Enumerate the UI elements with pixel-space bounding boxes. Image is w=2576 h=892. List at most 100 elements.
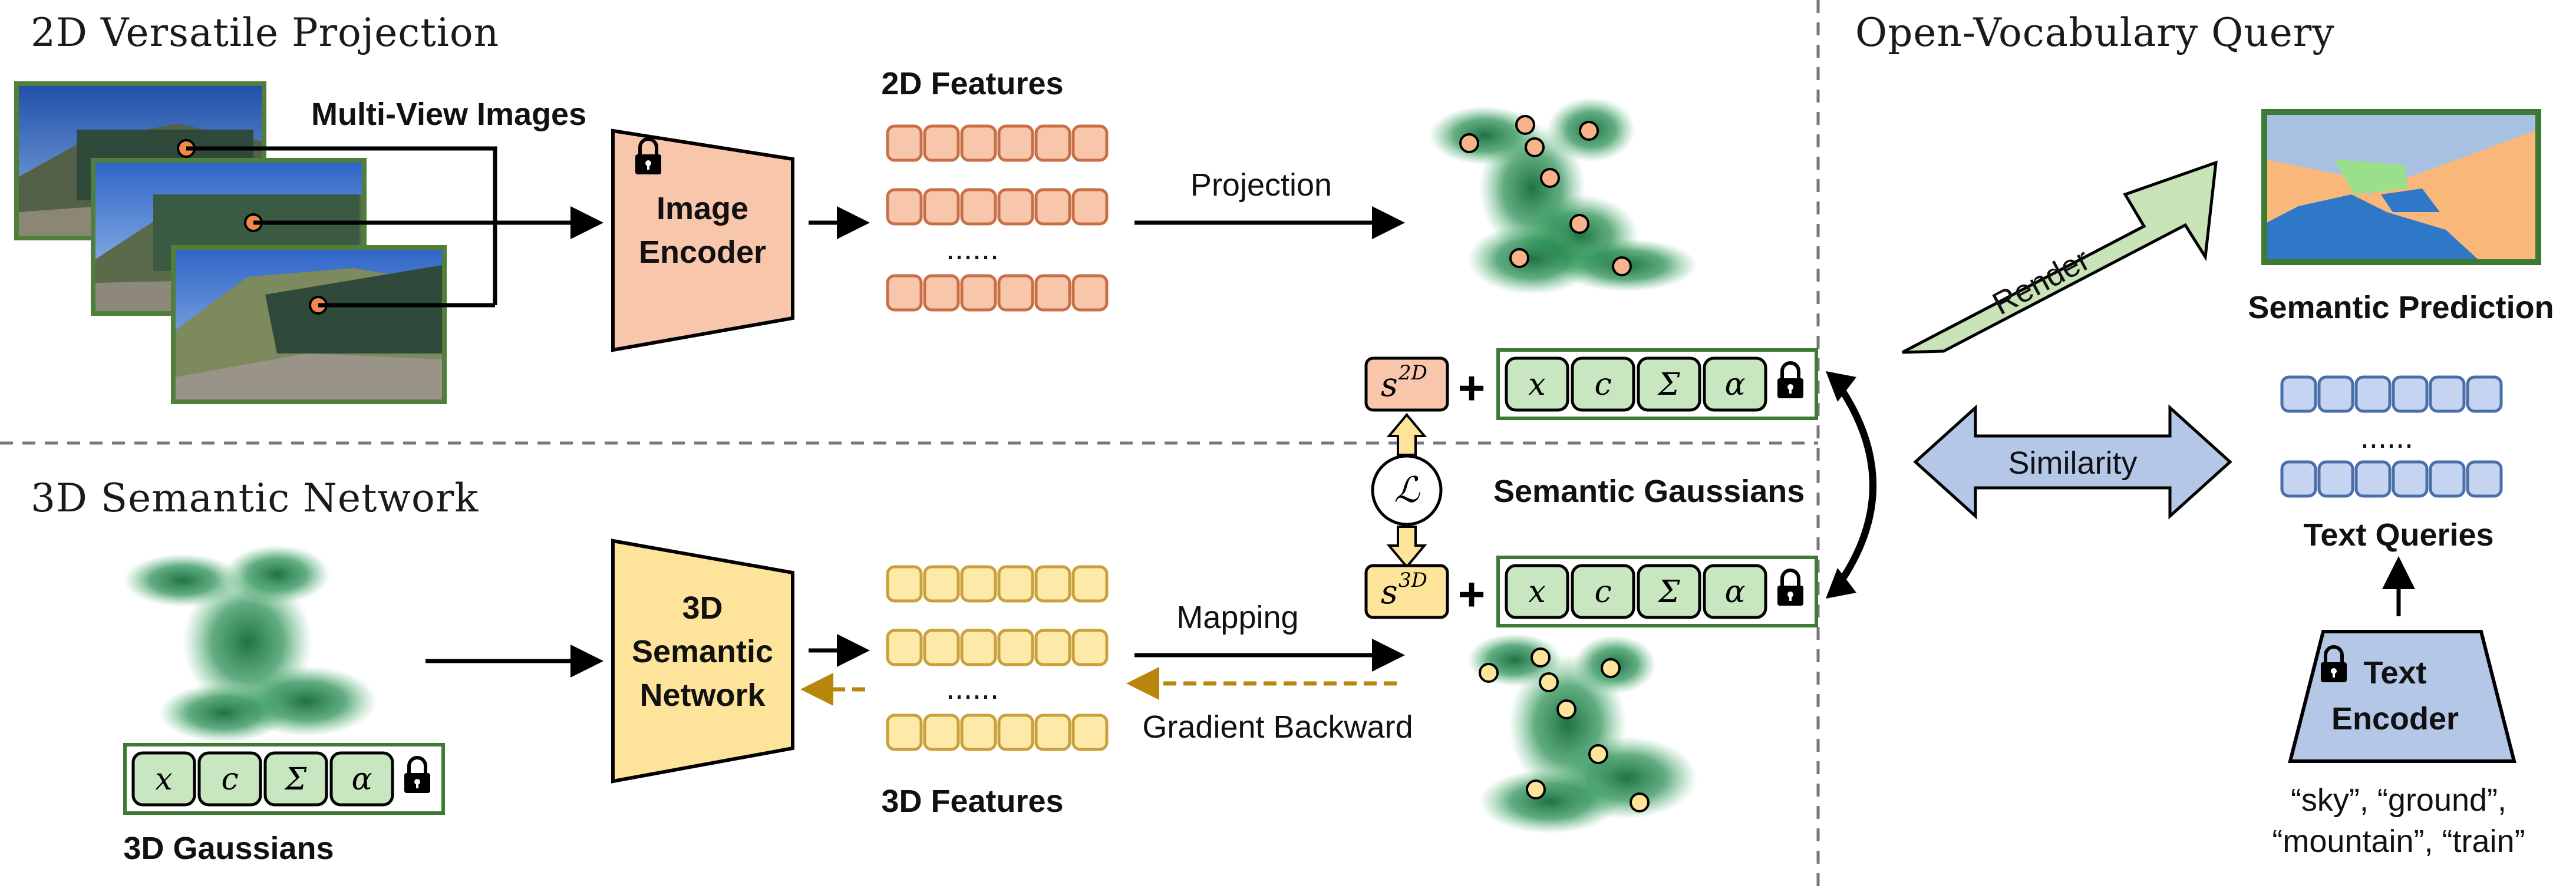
feature-cell <box>1071 188 1109 226</box>
feature-cell <box>997 124 1034 162</box>
query-words: “mountain”, “train” <box>2272 824 2525 859</box>
feature-cell <box>2466 460 2503 498</box>
svg-text:3D: 3D <box>1399 569 1427 592</box>
feature-cell <box>2317 460 2354 498</box>
feature-cell <box>1034 629 1071 666</box>
text-encoder <box>2288 630 2516 763</box>
gaussian-cloud <box>1467 633 1697 834</box>
feature-cell <box>997 565 1034 603</box>
attribute-symbol: α <box>1724 574 1745 610</box>
label-projection: Projection <box>1190 167 1332 203</box>
feature-cell <box>1071 565 1109 603</box>
gaussian-point <box>1588 744 1608 764</box>
train-photo <box>171 245 447 404</box>
feature-cell <box>923 565 960 603</box>
feature-2d-grid <box>886 124 1109 312</box>
attribute-cell <box>1505 564 1569 619</box>
feature-cell <box>886 274 923 312</box>
attribute-cell <box>1703 356 1767 412</box>
gaussian-point <box>1509 248 1529 268</box>
feature-dots: ...... <box>946 670 999 706</box>
loss-node <box>1371 454 1443 526</box>
label-3d-features: 3D Features <box>881 784 1063 819</box>
feature-cell <box>960 713 997 751</box>
semantic-network-label: Semantic <box>632 634 773 669</box>
feature-cell <box>2392 375 2429 413</box>
svg-text:2D: 2D <box>1398 361 1427 385</box>
plus-sign: + <box>1458 362 1486 414</box>
attribute-symbol: c <box>1594 574 1611 610</box>
feature-cell <box>2280 460 2317 498</box>
gaussian-cloud <box>124 545 377 742</box>
loss-arrow <box>1386 526 1427 569</box>
feature-3d-grid <box>886 565 1109 751</box>
similarity-arrow <box>1913 404 2232 520</box>
feature-cell <box>2392 460 2429 498</box>
gaussian-point <box>1630 792 1650 812</box>
feature-cell <box>1034 188 1071 226</box>
feature-dots: ...... <box>946 231 999 266</box>
text-encoder-label: Text <box>2363 655 2426 691</box>
feature-cell <box>2354 375 2392 413</box>
feature-cell <box>1034 124 1071 162</box>
feature-cell <box>2429 460 2466 498</box>
section-title-open-vocabulary: Open-Vocabulary Query <box>1855 10 2335 55</box>
query-words: “sky”, “ground”, <box>2291 782 2506 818</box>
multi-view-images <box>14 81 447 404</box>
attribute-symbol: c <box>221 762 238 797</box>
gaussian-point <box>1539 672 1559 692</box>
attribute-cell <box>1505 356 1569 412</box>
feature-cell <box>960 124 997 162</box>
feature-cell <box>923 188 960 226</box>
attribute-cell <box>1703 564 1767 619</box>
loss-arrow <box>1386 412 1427 456</box>
render-arrow <box>1901 160 2218 354</box>
image-encoder-label: Encoder <box>639 234 766 270</box>
feature-cell <box>997 629 1034 666</box>
attribute-symbol: α <box>1724 367 1745 402</box>
feature-cell <box>1071 274 1109 312</box>
gaussian-point <box>1515 115 1535 135</box>
s3d-box: s 3D <box>1364 564 1449 619</box>
curved-link-arrow <box>1826 371 1856 402</box>
attribute-symbol: Σ <box>1657 574 1680 610</box>
feature-cell <box>960 274 997 312</box>
feature-cell <box>2317 375 2354 413</box>
attribute-cell <box>1571 564 1635 619</box>
label-semantic-prediction: Semantic Prediction <box>2248 290 2554 325</box>
query-dots: ...... <box>2360 419 2413 455</box>
loss-symbol: ℒ <box>1394 470 1420 511</box>
feature-cell <box>960 629 997 666</box>
attribute-cell <box>197 751 262 807</box>
gaussian-point <box>1540 168 1560 188</box>
gaussian-point <box>1479 663 1499 683</box>
semantic-network-label: Network <box>639 678 766 713</box>
attribute-symbol: α <box>351 762 372 797</box>
attribute-cell <box>1637 356 1701 412</box>
feature-cell <box>2280 375 2317 413</box>
svg-text:s: s <box>1381 573 1398 612</box>
gaussian-point <box>1569 214 1589 234</box>
segmentation-map <box>2261 109 2541 265</box>
feature-cell <box>1034 713 1071 751</box>
feature-cell <box>886 124 923 162</box>
text-query-grid <box>2280 375 2503 498</box>
gaussian-point <box>1556 699 1576 719</box>
gaussian-point <box>1601 658 1621 678</box>
image-encoder-label: Image <box>657 191 748 226</box>
feature-cell <box>1034 565 1071 603</box>
attribute-symbol: Σ <box>1657 367 1680 402</box>
feature-cell <box>923 629 960 666</box>
feature-cell <box>886 629 923 666</box>
label-mapping: Mapping <box>1176 600 1298 635</box>
attribute-symbol: c <box>1594 367 1611 402</box>
attribute-symbol: x <box>1528 367 1545 402</box>
attribute-cell <box>1637 564 1701 619</box>
gaussian-point <box>1459 133 1479 153</box>
feature-cell <box>960 188 997 226</box>
feature-cell <box>2429 375 2466 413</box>
